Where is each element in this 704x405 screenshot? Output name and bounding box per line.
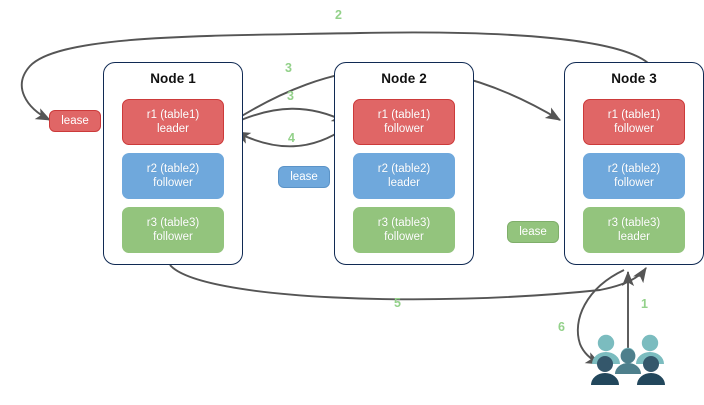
- replica-role: follower: [384, 231, 424, 243]
- replica-name: r3 (table3): [146, 217, 200, 229]
- edge-label-3b: 3: [287, 89, 294, 103]
- replica-r2-node2[interactable]: r2 (table2) leader: [353, 153, 455, 199]
- replica-role: follower: [384, 123, 424, 135]
- edge-label-4: 4: [288, 131, 295, 145]
- lease-badge-blue[interactable]: lease: [278, 166, 330, 188]
- replica-role: follower: [153, 177, 193, 189]
- replica-role: follower: [614, 123, 654, 135]
- replica-r1-node2[interactable]: r1 (table1) follower: [353, 99, 455, 145]
- replica-role: leader: [388, 177, 420, 189]
- replica-role: follower: [153, 231, 193, 243]
- replica-name: r1 (table1): [377, 109, 431, 121]
- replica-name: r3 (table3): [607, 217, 661, 229]
- replica-r1-node1[interactable]: r1 (table1) leader: [122, 99, 224, 145]
- node-box-1[interactable]: Node 1 r1 (table1) leader r2 (table2) fo…: [103, 62, 243, 265]
- node-title: Node 1: [150, 71, 196, 86]
- node-box-3[interactable]: Node 3 r1 (table1) follower r2 (table2) …: [564, 62, 704, 265]
- node-box-2[interactable]: Node 2 r1 (table1) follower r2 (table2) …: [334, 62, 474, 265]
- replica-name: r2 (table2): [377, 163, 431, 175]
- replica-r3-node3[interactable]: r3 (table3) leader: [583, 207, 685, 253]
- node-title: Node 2: [381, 71, 427, 86]
- replica-r1-node3[interactable]: r1 (table1) follower: [583, 99, 685, 145]
- replica-role: leader: [157, 123, 189, 135]
- edge-step-3-short: [231, 107, 348, 125]
- users-group-icon: [589, 333, 667, 389]
- lease-badge-red[interactable]: lease: [49, 110, 101, 132]
- edge-label-3a: 3: [285, 61, 292, 75]
- replica-name: r1 (table1): [607, 109, 661, 121]
- replica-r3-node2[interactable]: r3 (table3) follower: [353, 207, 455, 253]
- replica-role: follower: [614, 177, 654, 189]
- replica-name: r1 (table1): [146, 109, 200, 121]
- edge-label-1: 1: [641, 297, 648, 311]
- replica-role: leader: [618, 231, 650, 243]
- node-title: Node 3: [611, 71, 657, 86]
- edge-step-5: [169, 264, 647, 301]
- lease-badge-green[interactable]: lease: [507, 221, 559, 243]
- replica-name: r2 (table2): [607, 163, 661, 175]
- replica-name: r2 (table2): [146, 163, 200, 175]
- edge-label-6: 6: [558, 320, 565, 334]
- replica-r3-node1[interactable]: r3 (table3) follower: [122, 207, 224, 253]
- edge-label-5: 5: [394, 296, 401, 310]
- replica-r2-node1[interactable]: r2 (table2) follower: [122, 153, 224, 199]
- edge-label-2: 2: [335, 8, 342, 22]
- replica-r2-node3[interactable]: r2 (table2) follower: [583, 153, 685, 199]
- replica-name: r3 (table3): [377, 217, 431, 229]
